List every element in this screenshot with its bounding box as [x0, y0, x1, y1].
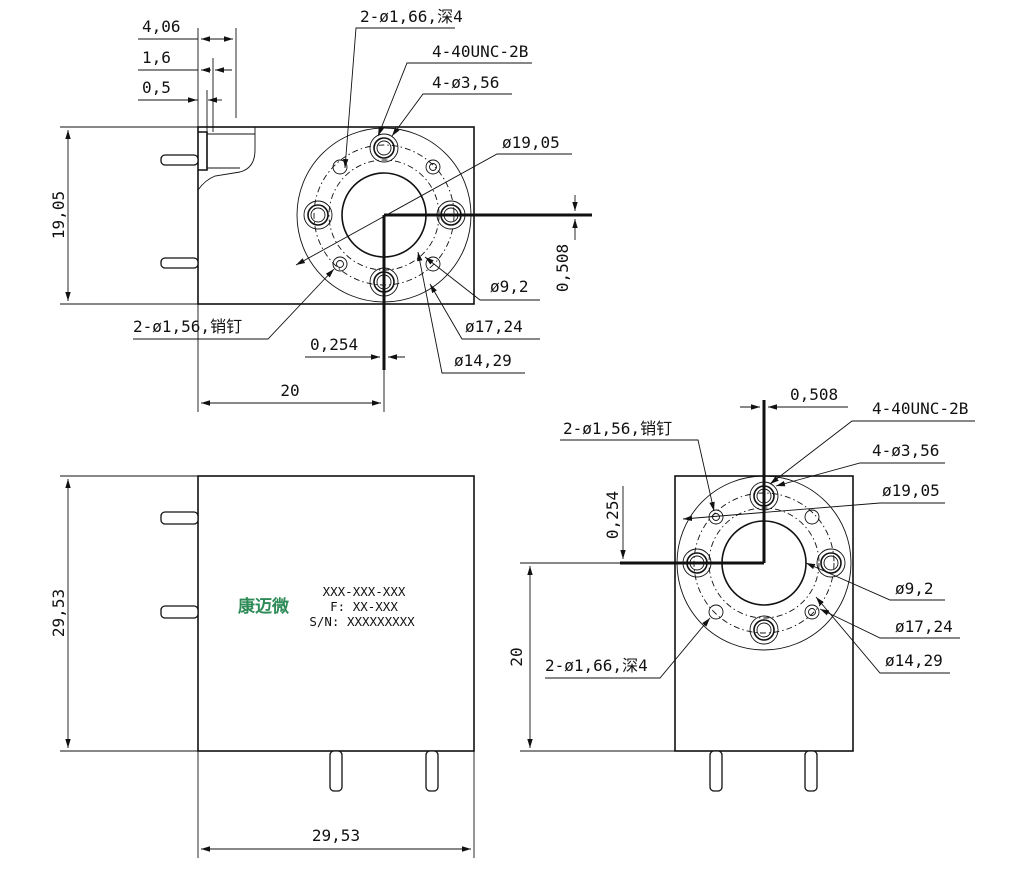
side-note-dia-1429: ø14,29 [885, 651, 943, 670]
front-label-model: XXX-XXX-XXX [323, 584, 406, 599]
side-note-holes-356: 4-ø3,56 [872, 441, 939, 460]
top-pin-2 [160, 257, 199, 269]
side-pin-1 [709, 750, 723, 792]
top-dim-0-254: 0,254 [310, 335, 358, 354]
top-note-dia-1724: ø17,24 [465, 317, 523, 336]
top-dim-4-06: 4,06 [142, 17, 181, 36]
top-note-holes-356: 4-ø3,56 [432, 73, 499, 92]
top-dim-0-5: 0,5 [142, 78, 171, 97]
top-note-dia-92: ø9,2 [490, 277, 529, 296]
side-dim-0-254: 0,254 [603, 491, 622, 539]
front-label-serial: S/N: XXXXXXXXX [309, 614, 415, 629]
side-note-holes-166: 2-ø1,66,深4 [545, 656, 648, 675]
top-dim-1-6: 1,6 [142, 48, 171, 67]
top-note-dia-1429: ø14,29 [454, 351, 512, 370]
top-flange [296, 127, 592, 370]
front-pin-bottom-2 [425, 750, 439, 792]
top-dim-20: 20 [280, 381, 299, 400]
front-view: 康迈微 XXX-XXX-XXX F: XX-XXX S/N: XXXXXXXXX… [49, 475, 475, 858]
front-pin-left-1 [160, 511, 199, 525]
side-flange [620, 400, 852, 651]
top-connector-profile [197, 127, 256, 191]
side-note-thread: 4-40UNC-2B [872, 399, 968, 418]
top-pin-1 [160, 154, 199, 166]
side-note-dia-92: ø9,2 [895, 579, 934, 598]
top-note-thread: 4-40UNC-2B [432, 42, 528, 61]
side-note-pins-156: 2-ø1,56,销钉 [563, 419, 672, 438]
side-leaders [545, 420, 975, 679]
top-connector-flange [198, 131, 208, 171]
front-pin-bottom-1 [329, 750, 343, 792]
side-dim-20: 20 [507, 647, 526, 666]
front-dim-height: 29,53 [49, 589, 68, 637]
top-note-pins-156: 2-ø1,56,销钉 [133, 317, 242, 336]
side-note-dia-1905: ø19,05 [882, 481, 940, 500]
front-label-freq: F: XX-XXX [330, 599, 398, 614]
side-dim-0-508: 0,508 [790, 385, 838, 404]
top-leaders [133, 27, 572, 374]
front-brand-logo: 康迈微 [238, 596, 290, 617]
top-view: 19,05 20 0,254 0,508 4,06 1,6 0,5 [49, 7, 592, 412]
top-note-dia-1905: ø19,05 [502, 133, 560, 152]
top-note-holes-166: 2-ø1,66,深4 [360, 7, 463, 26]
front-pin-left-2 [160, 605, 199, 619]
top-dim-19-05: 19,05 [49, 191, 68, 239]
side-view: 0,508 0,254 20 2-ø1,56,销钉 4-40UNC-2B 4-ø… [507, 385, 975, 792]
side-note-dia-1724: ø17,24 [895, 617, 953, 636]
front-dim-width: 29,53 [312, 826, 360, 845]
top-dim-0-508: 0,508 [553, 244, 572, 292]
side-pin-2 [804, 750, 818, 792]
